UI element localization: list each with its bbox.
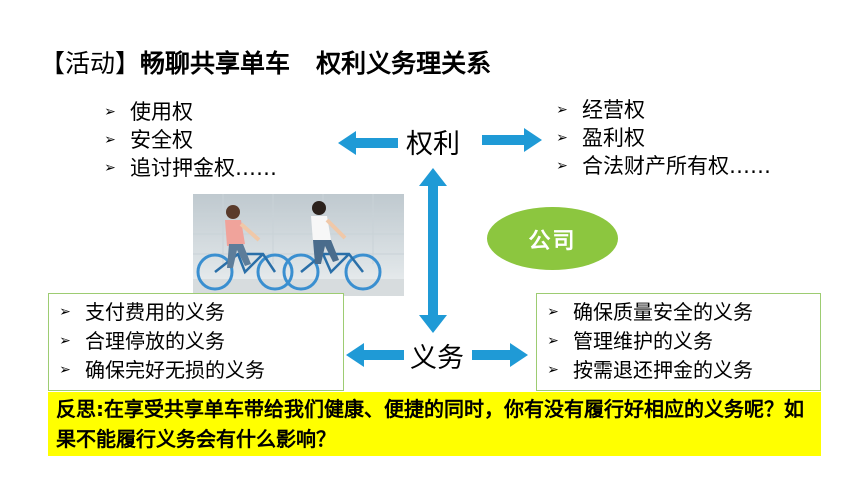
arrow-vertical-icon — [419, 168, 447, 333]
list-item: ➢确保质量安全的义务 — [547, 298, 820, 327]
arrow-bullet-icon: ➢ — [104, 104, 116, 120]
list-item: ➢管理维护的义务 — [547, 327, 820, 356]
list-item: ➢追讨押金权…… — [104, 156, 277, 180]
company-oval: 公司 — [487, 207, 618, 270]
list-item: ➢经营权 — [556, 98, 645, 122]
company-duties-box: ➢确保质量安全的义务 ➢管理维护的义务 ➢按需退还押金的义务 — [536, 293, 821, 391]
list-item: ➢安全权 — [104, 128, 193, 152]
arrow-bullet-icon: ➢ — [59, 304, 71, 320]
arrow-bullet-icon: ➢ — [556, 130, 568, 146]
rights-label: 权利 — [406, 129, 460, 160]
list-item: ➢按需退还押金的义务 — [547, 356, 820, 385]
arrow-bullet-icon: ➢ — [104, 132, 116, 148]
title-subtopic: 权利义务理关系 — [316, 49, 492, 78]
arrow-bullet-icon: ➢ — [59, 362, 71, 378]
user-duties-box: ➢支付费用的义务 ➢合理停放的义务 ➢确保完好无损的义务 — [48, 293, 344, 391]
list-item: ➢盈利权 — [556, 126, 645, 150]
company-label: 公司 — [528, 228, 577, 254]
reflection-box: 反思:在享受共享单车带给我们健康、便捷的同时，你有没有履行好相应的义务呢？如果不… — [48, 392, 821, 456]
arrow-bullet-icon: ➢ — [556, 158, 568, 174]
arrow-left-icon — [338, 131, 398, 155]
company-rights-list: ➢经营权 ➢盈利权 ➢合法财产所有权…… — [556, 96, 771, 180]
title-activity: 活动 — [65, 49, 116, 78]
arrow-bullet-icon: ➢ — [547, 333, 559, 349]
title-topic: 畅聊共享单车 — [140, 49, 291, 78]
list-item: ➢确保完好无损的义务 — [59, 356, 343, 385]
list-item: ➢使用权 — [104, 100, 193, 124]
arrow-right-icon — [472, 343, 528, 367]
title-bracket-open: 【 — [40, 49, 66, 78]
arrow-bullet-icon: ➢ — [547, 362, 559, 378]
user-rights-list: ➢使用权 ➢安全权 ➢追讨押金权…… — [104, 98, 277, 182]
page-title: 【活动】畅聊共享单车权利义务理关系 — [40, 44, 491, 80]
list-item: ➢支付费用的义务 — [59, 298, 343, 327]
arrow-left-icon — [346, 343, 404, 367]
list-item: ➢合理停放的义务 — [59, 327, 343, 356]
duties-label: 义务 — [410, 343, 464, 374]
arrow-bullet-icon: ➢ — [104, 160, 116, 176]
user-duties-list: ➢支付费用的义务 ➢合理停放的义务 ➢确保完好无损的义务 — [59, 298, 343, 385]
company-duties-list: ➢确保质量安全的义务 ➢管理维护的义务 ➢按需退还押金的义务 — [547, 298, 820, 385]
arrow-right-icon — [482, 128, 542, 152]
arrow-bullet-icon: ➢ — [59, 333, 71, 349]
list-item: ➢合法财产所有权…… — [556, 154, 771, 178]
arrow-bullet-icon: ➢ — [556, 102, 568, 118]
reflection-text: 反思:在享受共享单车带给我们健康、便捷的同时，你有没有履行好相应的义务呢？如果不… — [56, 397, 804, 451]
arrow-bullet-icon: ➢ — [547, 304, 559, 320]
cyclists-photo — [193, 194, 404, 296]
title-bracket-close: 】 — [115, 49, 141, 78]
